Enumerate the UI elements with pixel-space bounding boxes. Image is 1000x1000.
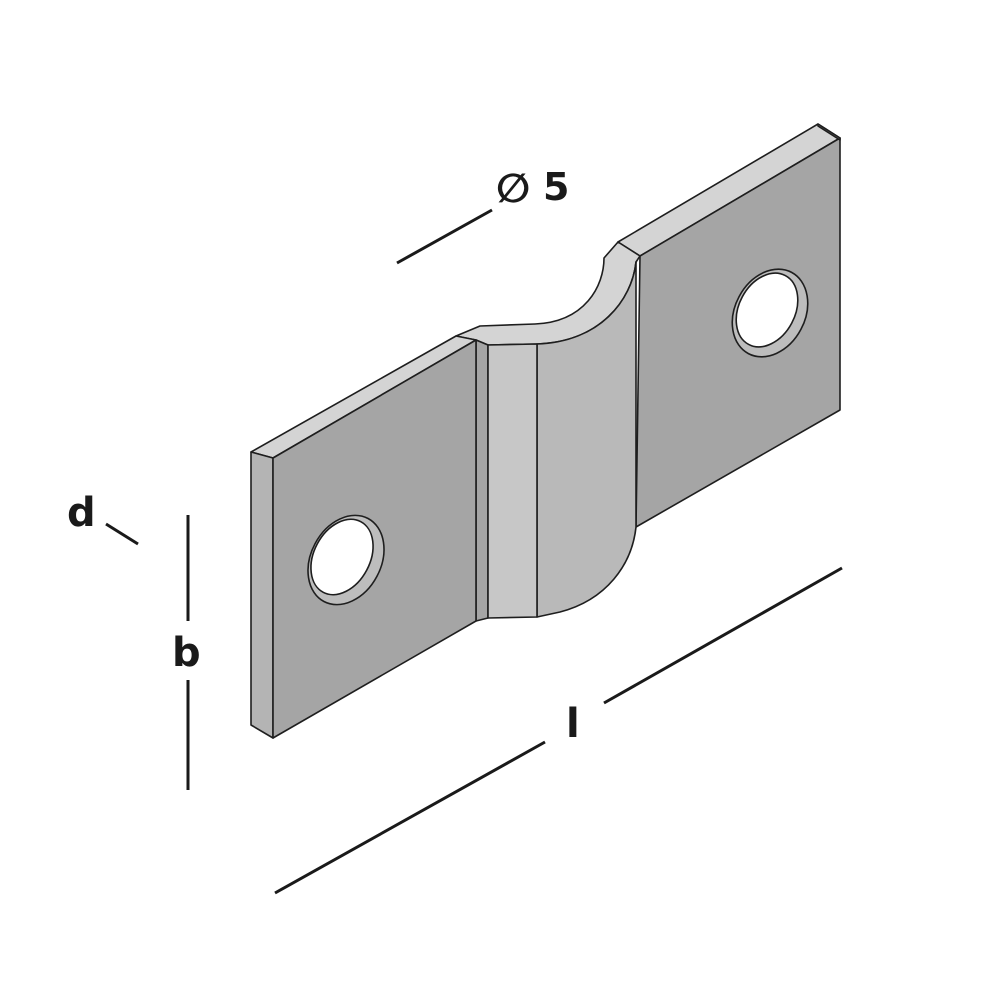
left-flange [250,335,477,739]
right-mounting-hole [735,272,799,348]
length-dimension-line-lower [274,740,546,895]
bend-section [455,241,641,622]
width-label: b [172,630,201,676]
right-flange [617,123,841,528]
bend-strip-left [475,339,489,622]
dimension-lines [105,208,843,895]
thickness-leader-line [105,522,139,546]
hole-diameter-symbol: ∅ [496,166,530,212]
right-flange-side [817,123,841,141]
bend-curved-face [536,261,637,618]
length-label: l [566,701,580,747]
left-flange-side [250,451,274,739]
left-mounting-hole [310,518,374,596]
bend-strip-mid [487,343,538,619]
thickness-label: d [67,490,96,536]
hole-diameter-leader-line [396,208,493,265]
length-dimension-line-upper [603,566,843,705]
hole-diameter-value: 5 [543,165,569,209]
dimension-labels: ∅ 5 d b l [67,165,580,747]
